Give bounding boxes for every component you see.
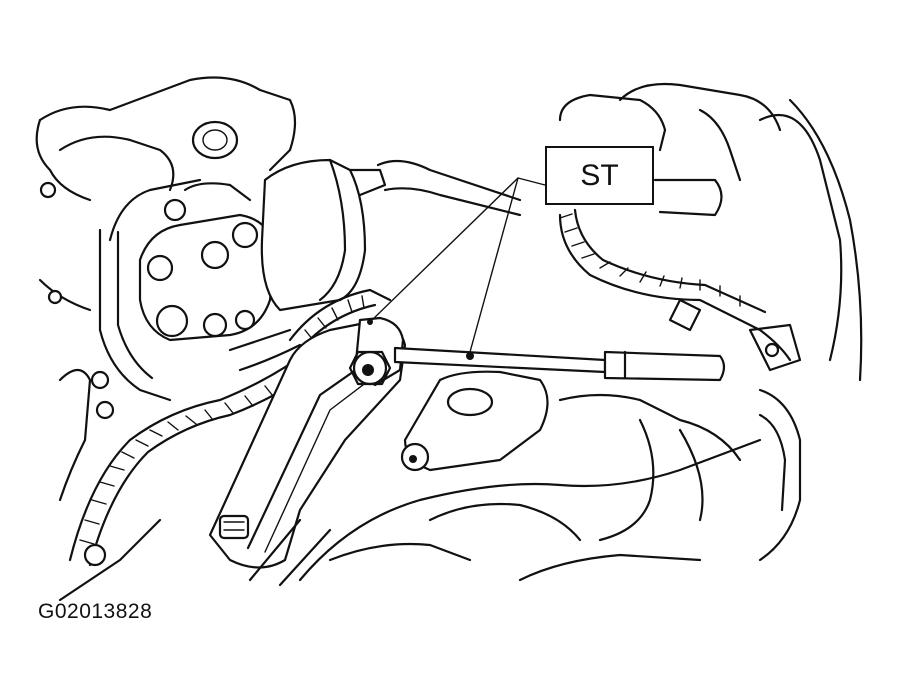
callout-leaders xyxy=(367,177,546,353)
bolt-icon xyxy=(218,514,250,540)
cylindrical-housing xyxy=(260,158,522,312)
mount-bracket xyxy=(138,182,277,342)
engine-block-lower xyxy=(248,370,762,587)
upper-left-engine-parts xyxy=(35,76,297,402)
wire-harness-left xyxy=(68,328,320,567)
center-nut xyxy=(348,350,392,386)
left-bolts xyxy=(58,368,162,602)
figure-id: G02013828 xyxy=(38,600,153,623)
upper-right-components xyxy=(558,82,863,562)
tie-rod-tool xyxy=(393,346,726,382)
st-callout-label: ST xyxy=(545,146,654,205)
